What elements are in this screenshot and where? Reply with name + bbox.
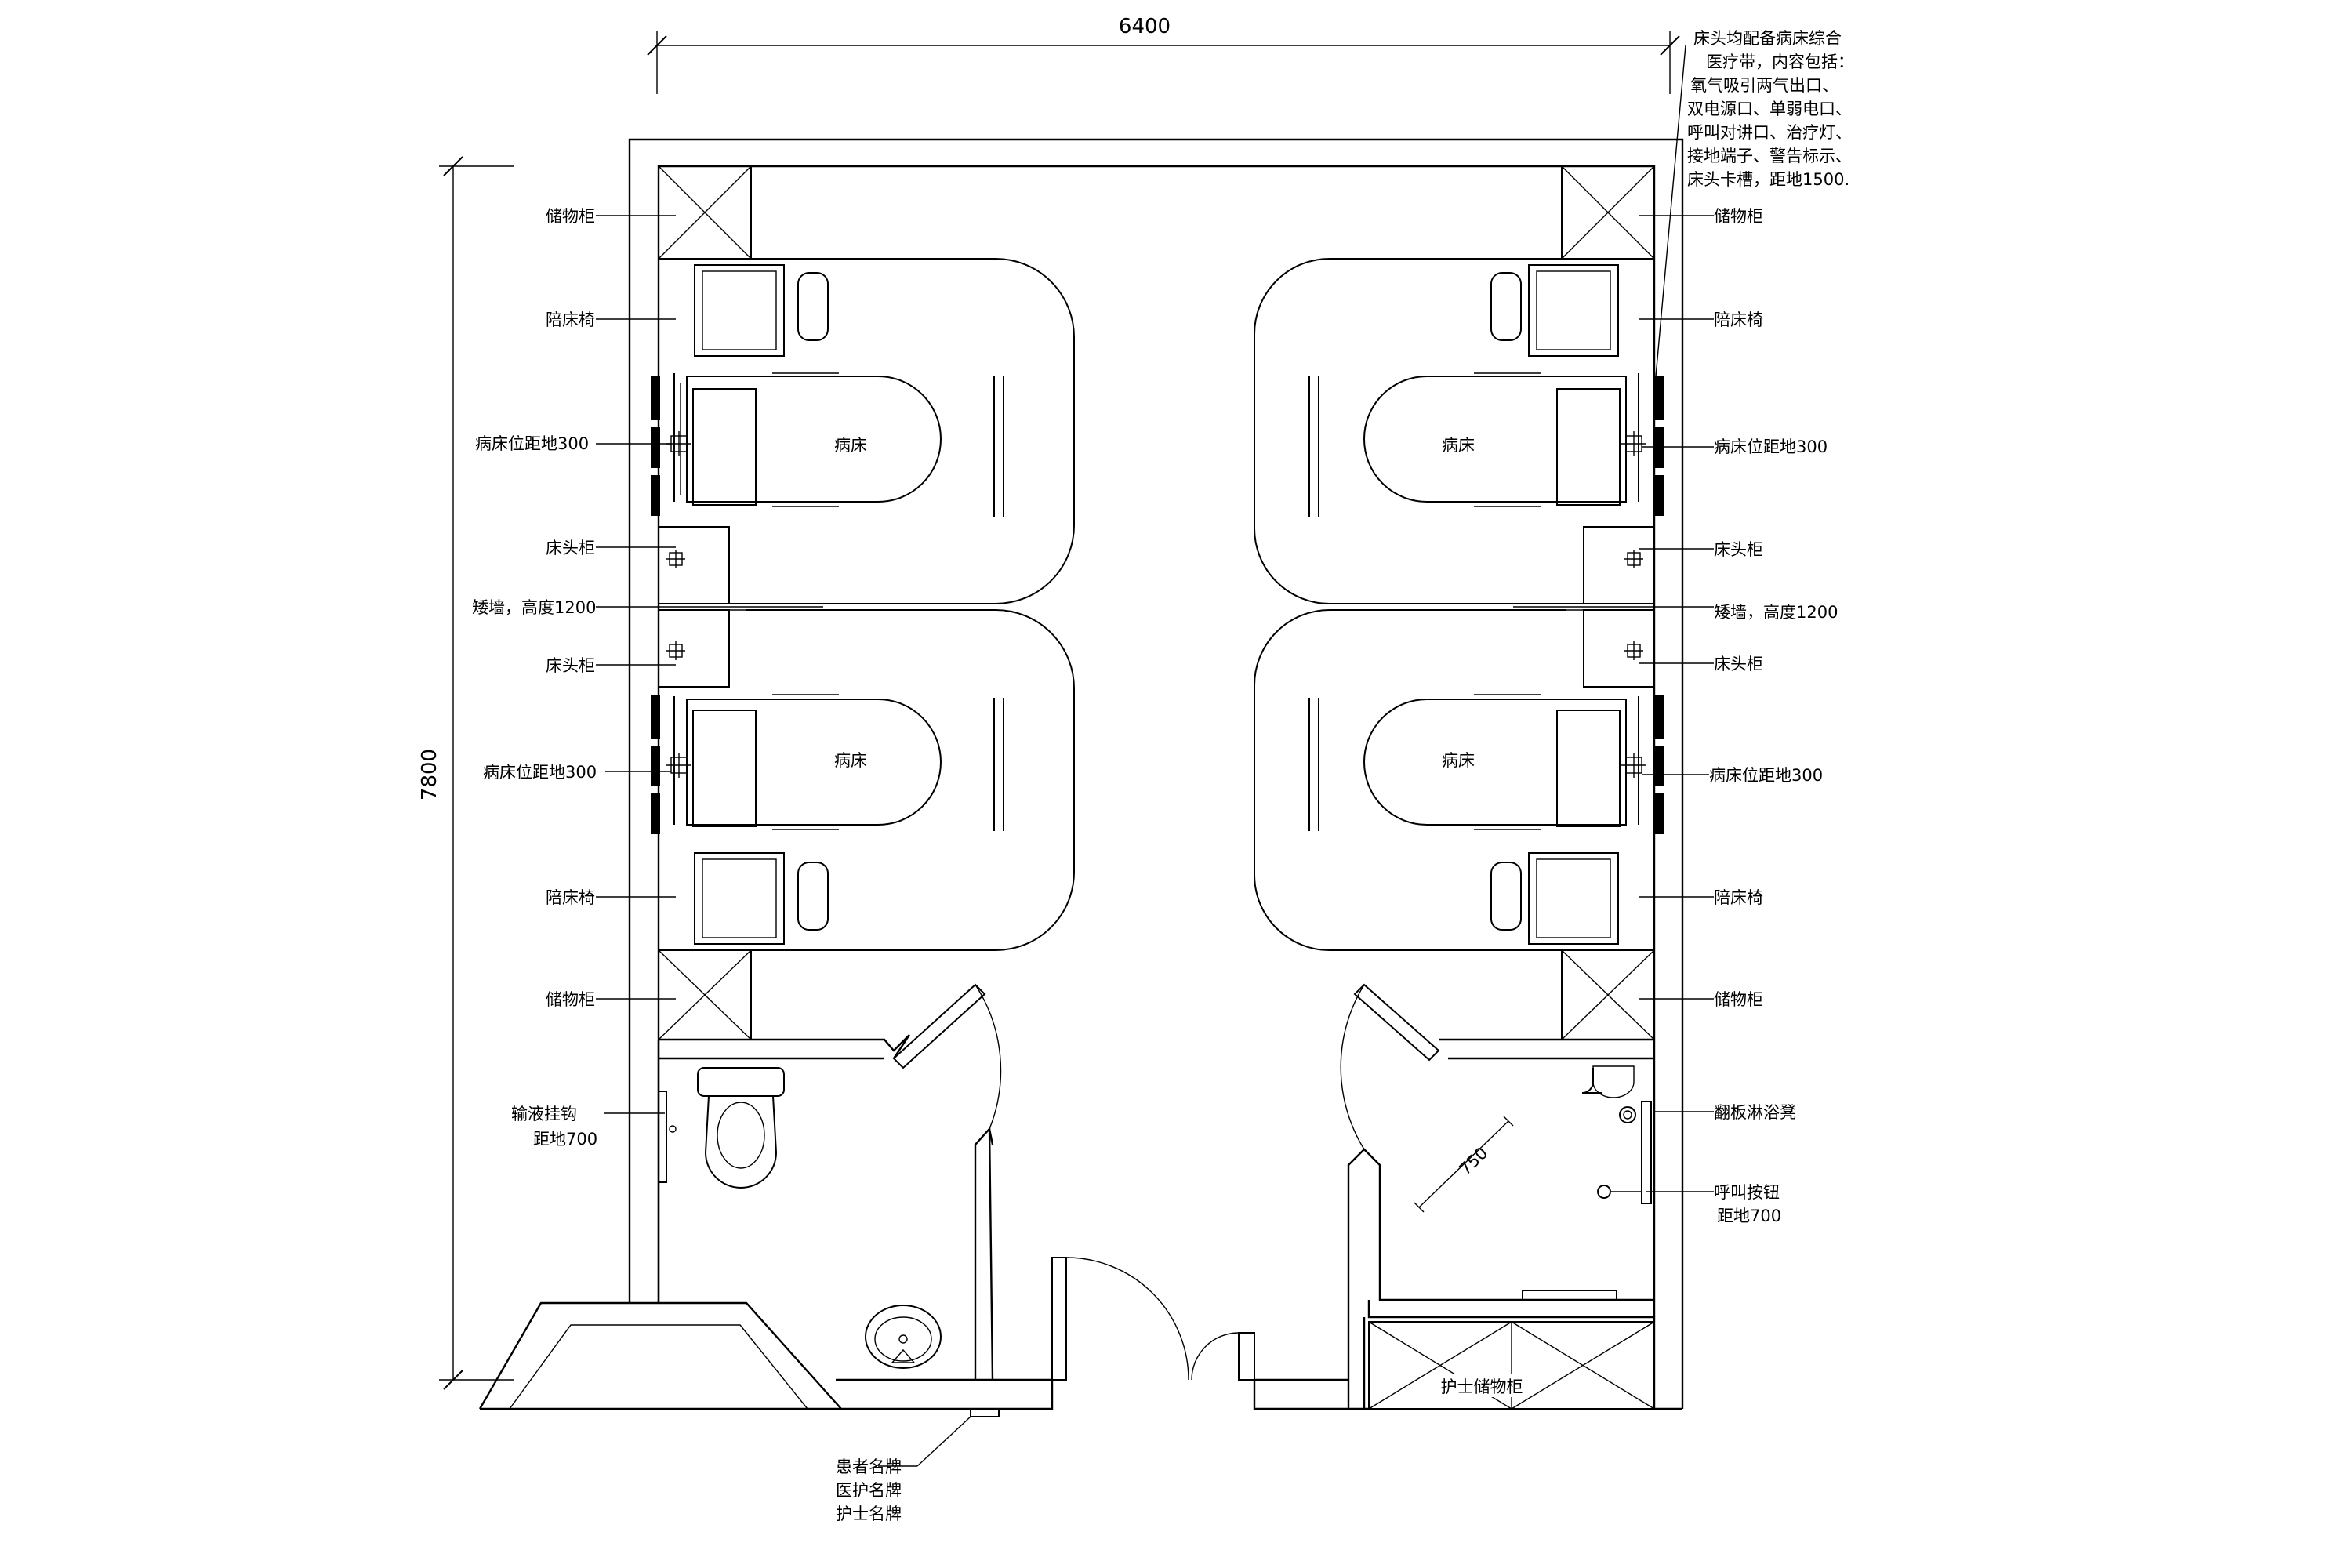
nightstand-icon — [658, 526, 730, 604]
chair-top-label: 陪床椅 — [546, 310, 595, 329]
sink-icon — [865, 1305, 942, 1369]
nurse-storage-cabinet: 护士储物柜 — [1368, 1321, 1655, 1410]
iv-hook-icon — [658, 1091, 677, 1183]
r-chair-top-label: 陪床椅 — [1714, 310, 1763, 329]
left-bathroom-door — [892, 983, 1002, 1130]
storage-cabinet — [1561, 949, 1655, 1040]
headwall-outlet-icons — [666, 431, 1646, 778]
drain-icon — [1522, 1290, 1617, 1301]
r-nightstand-bottom-label: 床头柜 — [1714, 655, 1763, 673]
headwall-note: 床头均配备病床综合 医疗带，内容包括： 氧气吸引两气出口、 双电源口、单弱电口、… — [1687, 29, 1854, 189]
fold-seat-icon — [1641, 1101, 1652, 1204]
r-storage-top-label: 储物柜 — [1714, 207, 1763, 226]
hospital-beds: 病床 病床 病床 — [673, 372, 1639, 831]
storage-cabinet — [658, 949, 752, 1040]
storage-cabinets — [658, 165, 1655, 1040]
low-wall-label: 矮墙，高度1200 — [472, 598, 596, 617]
toilet-icon — [697, 1067, 785, 1189]
entrance-door — [1051, 1257, 1255, 1381]
door-sign-label: 医护名牌 — [836, 1481, 902, 1500]
chair-icon — [1490, 264, 1619, 357]
bed-label: 病床 — [1442, 436, 1475, 455]
call-button-label: 呼叫按钮 — [1714, 1183, 1780, 1202]
note-line: 呼叫对讲口、治疗灯、 — [1687, 123, 1852, 142]
right-labels: 储物柜 陪床椅 病床位距地300 床头柜 矮墙，高度1200 床头柜 病床位距地… — [1709, 207, 1838, 1225]
storage-cabinet — [658, 165, 752, 260]
chair-icon — [694, 264, 829, 357]
width-dimension-text: 6400 — [1119, 15, 1171, 38]
exterior-walls — [628, 138, 1684, 1410]
bed-label: 病床 — [834, 751, 867, 770]
r-bed-pos-bottom-label: 病床位距地300 — [1709, 766, 1823, 785]
note-line: 氧气吸引两气出口、 — [1690, 76, 1838, 95]
shower-stool-label: 翻板淋浴凳 — [1714, 1103, 1796, 1122]
right-leaders — [1513, 45, 1714, 1192]
door-sign-label: 护士名牌 — [836, 1504, 902, 1523]
iv-hook-height-label: 距地700 — [533, 1130, 597, 1149]
note-line: 床头均配备病床综合 — [1693, 29, 1842, 48]
shower-head-icon — [1619, 1106, 1636, 1123]
nightstands — [658, 526, 1655, 688]
chair-icon — [1490, 852, 1619, 945]
bed-icon: 病床 — [1308, 372, 1639, 517]
bed-label: 病床 — [834, 436, 867, 455]
medical-headwall-panels — [651, 376, 1664, 834]
width-dimension: 6400 — [647, 15, 1680, 94]
door-signs-callout: 患者名牌 医护名牌 护士名牌 — [836, 1416, 971, 1523]
call-button-icon — [1597, 1185, 1611, 1199]
bed-pos-top-label: 病床位距地300 — [475, 434, 589, 453]
door-sign-label: 患者名牌 — [836, 1457, 902, 1476]
left-leaders — [596, 215, 823, 1114]
nightstand-icon — [1583, 609, 1655, 688]
height-dimension-text: 7800 — [418, 749, 441, 800]
call-button-height-label: 距地700 — [1717, 1207, 1781, 1225]
shower-dim-text: 750 — [1456, 1143, 1492, 1178]
note-line: 双电源口、单弱电口、 — [1687, 100, 1852, 118]
door-sign-icon — [970, 1408, 1000, 1417]
companion-chairs — [694, 264, 1619, 945]
storage-top-label: 储物柜 — [546, 207, 595, 226]
iv-hook-label: 输液挂钩 — [511, 1105, 577, 1123]
note-line: 医疗带，内容包括： — [1706, 53, 1854, 71]
chair-icon — [694, 852, 829, 945]
r-chair-bottom-label: 陪床椅 — [1714, 888, 1763, 907]
bay-outlines — [659, 258, 1654, 951]
bed-icon: 病床 — [1308, 694, 1639, 831]
shower-fixtures: 750 — [1414, 1065, 1652, 1301]
left-labels: 储物柜 陪床椅 病床位距地300 床头柜 矮墙，高度1200 床头柜 病床位距地… — [472, 207, 597, 1149]
bed-icon: 病床 — [673, 694, 1004, 831]
bed-pos-bottom-label: 病床位距地300 — [483, 763, 597, 782]
storage-cabinet — [1561, 165, 1655, 260]
height-dimension: 7800 — [418, 156, 514, 1390]
storage-bottom-label: 储物柜 — [546, 990, 595, 1009]
nightstand-icon — [1583, 526, 1655, 604]
r-bed-pos-top-label: 病床位距地300 — [1714, 437, 1828, 456]
nightstand-top-label: 床头柜 — [546, 539, 595, 557]
r-low-wall-label: 矮墙，高度1200 — [1714, 603, 1838, 622]
note-line: 接地端子、警告标示、 — [1687, 147, 1852, 165]
right-bathroom-door — [1340, 983, 1440, 1150]
note-line: 床头卡槽，距地1500. — [1687, 170, 1849, 189]
nurse-cabinet-label: 护士储物柜 — [1441, 1377, 1523, 1396]
r-nightstand-top-label: 床头柜 — [1714, 540, 1763, 559]
entry-canopy — [478, 1301, 844, 1410]
bed-label: 病床 — [1442, 751, 1475, 770]
nightstand-bottom-label: 床头柜 — [546, 656, 595, 675]
nightstand-icon — [658, 609, 730, 688]
bed-icon: 病床 — [673, 372, 1004, 517]
r-storage-bottom-label: 储物柜 — [1714, 990, 1763, 1009]
chair-bottom-label: 陪床椅 — [546, 888, 595, 907]
